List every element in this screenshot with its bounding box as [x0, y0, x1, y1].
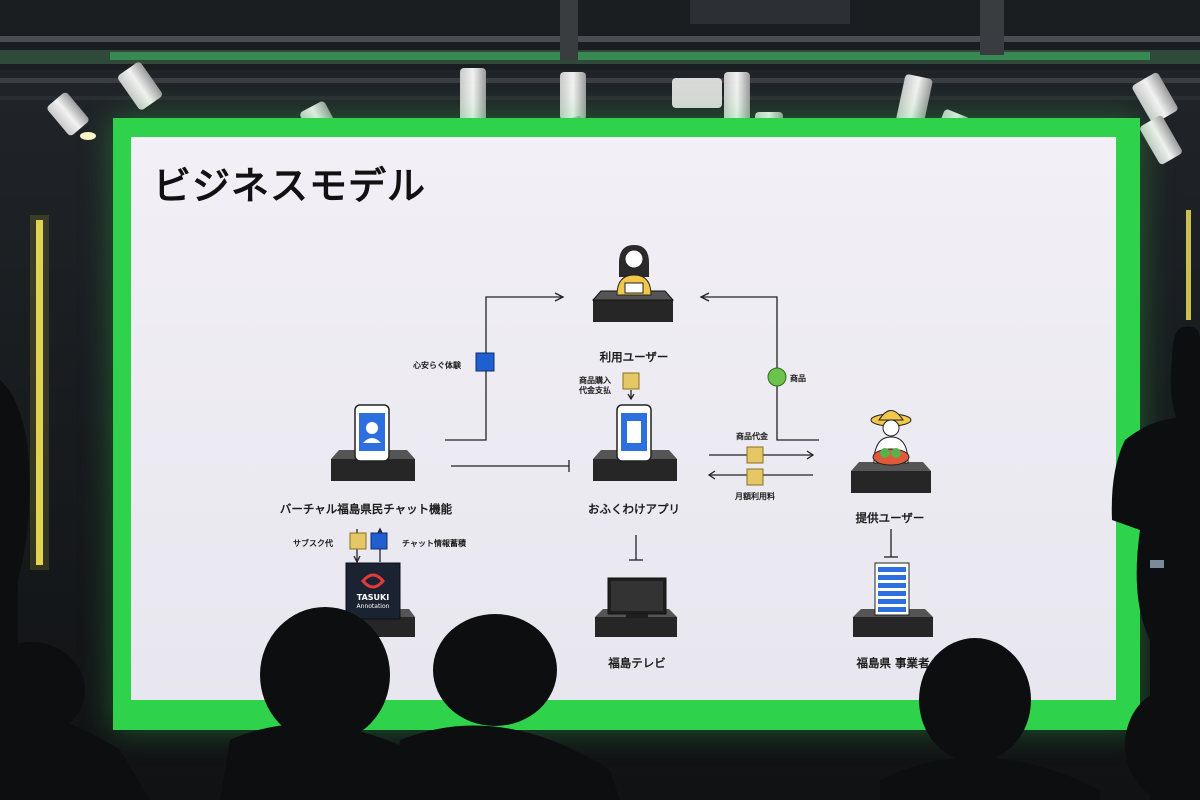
- flow-label-payment: 代金支払: [579, 386, 611, 395]
- node-label-business: 福島県 事業者: [856, 656, 930, 670]
- flow-label-purchase: 商品購入: [579, 376, 611, 385]
- business-model-diagram: [331, 245, 933, 637]
- flow-label-experience: 心安らぐ体験: [413, 361, 461, 370]
- slide-title: ビジネスモデル: [153, 164, 427, 208]
- audience-head: [433, 614, 557, 726]
- presentation-slide: ビジネスモデル 利用ユーザー バーチャル福島県民チャット機能 おふくわけアプリ …: [131, 137, 1116, 700]
- tasuki-logo-subtext: Annotation: [356, 603, 390, 610]
- app-phone-icon: [616, 404, 652, 462]
- audience-head: [919, 638, 1031, 762]
- tasuki-logo-icon: [345, 562, 401, 620]
- price-marker-icon: [746, 446, 764, 464]
- chat-data-marker-icon: [370, 532, 388, 550]
- flow-label-chat-data: チャット情報蓄積: [402, 539, 466, 548]
- subscription-marker-icon: [349, 532, 367, 550]
- node-label-app: おふくわけアプリ: [588, 502, 680, 516]
- goods-marker-icon: [767, 367, 787, 387]
- platform-icon: [331, 290, 933, 637]
- audience-head: [260, 607, 390, 743]
- experience-marker-icon: [475, 352, 495, 372]
- flow-label-goods-price: 商品代金: [736, 432, 768, 441]
- building-icon: [874, 562, 910, 616]
- chat-phone-icon: [354, 404, 390, 462]
- user-person-icon: [616, 245, 652, 296]
- node-label-chat: バーチャル福島県民チャット機能: [279, 502, 453, 516]
- tasuki-logo-text: TASUKI: [356, 593, 390, 602]
- node-label-provider: 提供ユーザー: [855, 511, 925, 525]
- flow-label-goods: 商品: [790, 374, 806, 383]
- farmer-person-icon: [870, 410, 912, 466]
- tv-icon: [607, 577, 667, 618]
- flow-label-monthly-fee: 月額利用料: [735, 492, 775, 501]
- flow-label-subscription: サブスク代: [293, 539, 333, 548]
- wristwatch-icon: [1150, 560, 1164, 568]
- fee-marker-icon: [746, 468, 764, 486]
- audience-head: [1125, 690, 1200, 800]
- node-label-tv: 福島テレビ: [608, 656, 666, 670]
- node-label-user: 利用ユーザー: [599, 350, 669, 364]
- payment-marker-icon: [622, 372, 640, 390]
- audience-head: [0, 642, 85, 738]
